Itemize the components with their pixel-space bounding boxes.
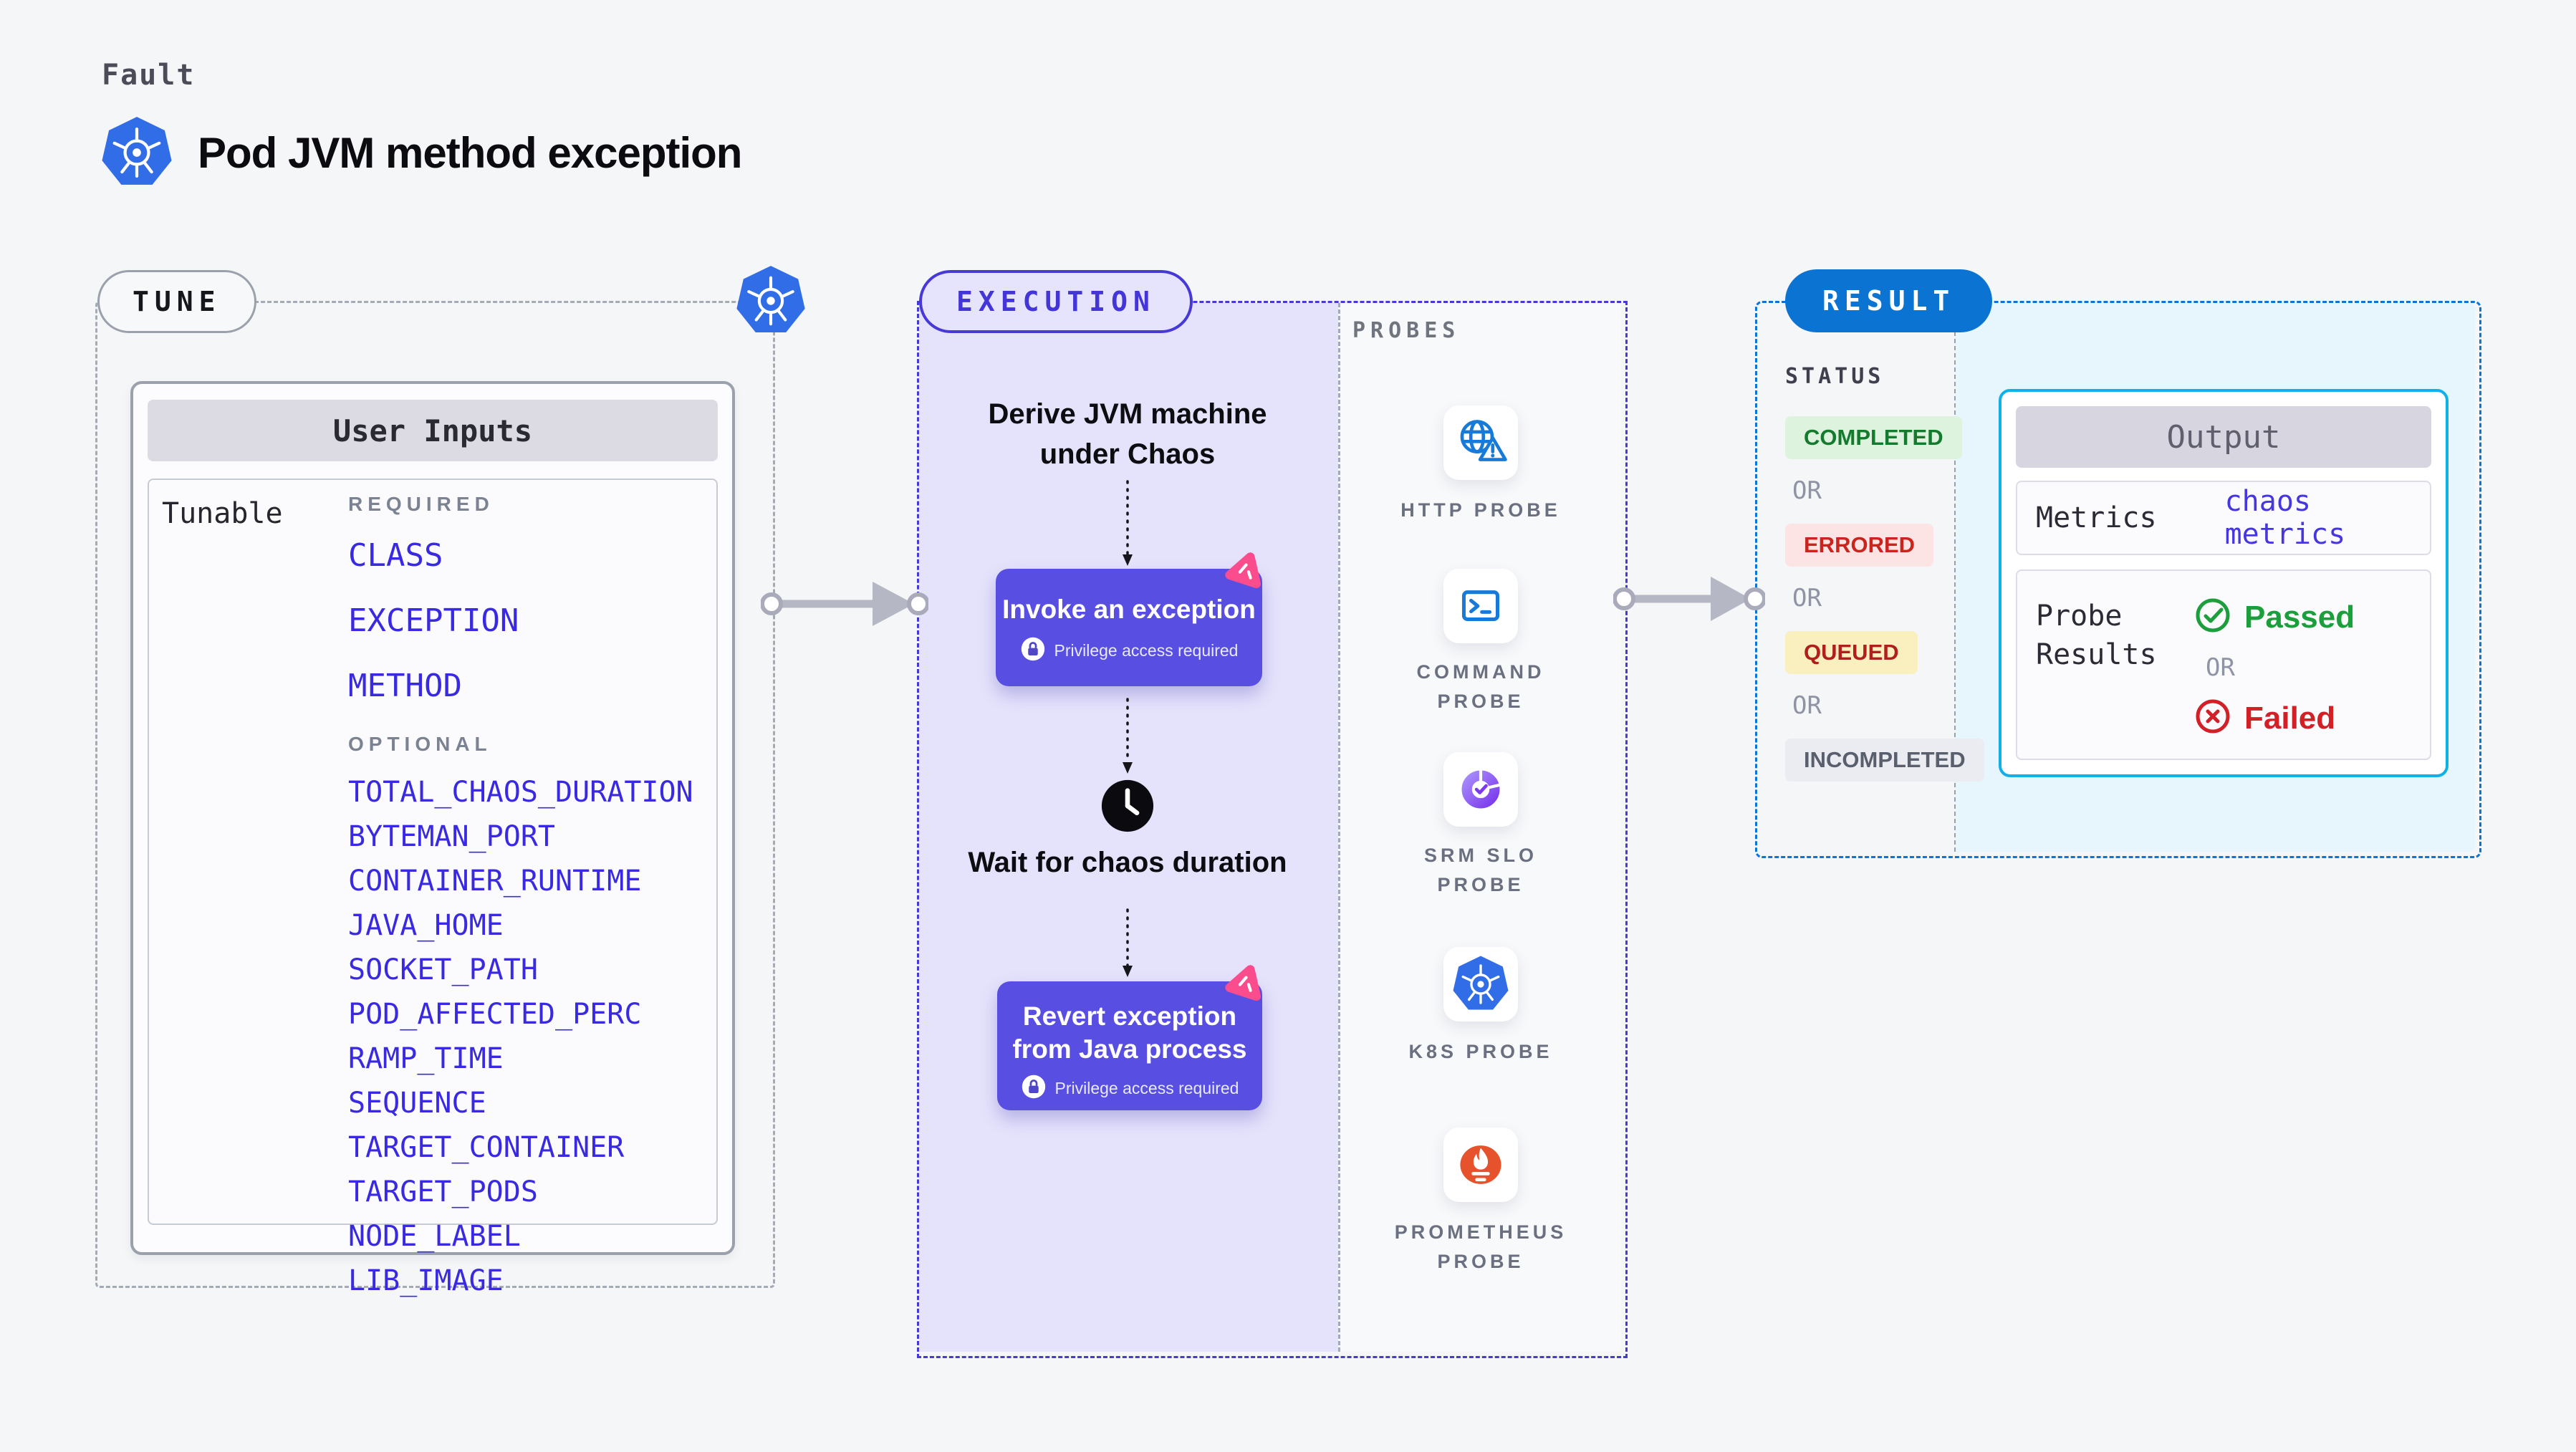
tunable-row-label: Tunable: [162, 497, 283, 530]
tunable-item: METHOD: [348, 668, 462, 704]
prometheus-flame-icon: [1443, 1128, 1518, 1202]
or-separator: OR: [1792, 584, 1822, 612]
flow-arrow-down-icon: [1119, 907, 1136, 982]
tunable-item: SOCKET_PATH: [348, 953, 538, 986]
tunable-item: SEQUENCE: [348, 1087, 486, 1120]
result-divider-line: [1954, 303, 1956, 852]
probe-item-k8s: [1341, 947, 1620, 1021]
kubernetes-icon: [1443, 947, 1518, 1021]
revert-button-label: Revert exception from Java process: [1012, 1001, 1247, 1064]
status-badge-queued: QUEUED: [1785, 631, 1918, 674]
terminal-icon: [1443, 569, 1518, 643]
metrics-label: Metrics: [2036, 501, 2157, 534]
flow-arrow-down-icon: [1119, 479, 1136, 571]
slo-donut-check-icon: [1443, 752, 1518, 827]
execution-pill: EXECUTION: [919, 270, 1193, 333]
arrow-right-icon: [1613, 567, 1767, 634]
optional-group-label: OPTIONAL: [348, 733, 492, 755]
output-header: Output: [2016, 406, 2431, 468]
kubernetes-icon: [734, 264, 808, 338]
arrow-right-icon: [760, 572, 930, 639]
result-pill: RESULT: [1785, 269, 1993, 332]
tunable-item: TARGET_CONTAINER: [348, 1131, 625, 1164]
title-row: Pod JVM method exception: [99, 115, 742, 191]
failed-line: Failed: [2194, 698, 2355, 739]
probes-column-label: PROBES: [1352, 318, 1461, 343]
tunable-item: CLASS: [348, 537, 443, 574]
probe-results-label: Probe Results: [2036, 600, 2157, 671]
metrics-value: chaos metrics: [2224, 485, 2346, 551]
probe-item-command: [1341, 569, 1620, 643]
failed-label: Failed: [2244, 700, 2336, 736]
or-separator: OR: [2206, 653, 2235, 682]
tune-section-box: [95, 301, 775, 1288]
tunables-panel: [148, 479, 718, 1225]
or-separator: OR: [1792, 476, 1822, 505]
probe-label: PROMETHEUS PROBE: [1394, 1221, 1567, 1272]
tunable-item: POD_AFFECTED_PERC: [348, 998, 642, 1031]
tunable-item: LIB_IMAGE: [348, 1264, 504, 1297]
probe-label: HTTP PROBE: [1400, 499, 1561, 521]
passed-label: Passed: [2244, 599, 2355, 635]
check-circle-icon: [2194, 597, 2231, 638]
privilege-note-label: Privilege access required: [1054, 641, 1239, 660]
result-section-box: [1755, 301, 2481, 858]
globe-warning-icon: [1443, 405, 1518, 480]
flow-arrow-down-icon: [1119, 696, 1136, 779]
privilege-note-label: Privilege access required: [1054, 1078, 1239, 1097]
probe-item-prometheus: [1341, 1128, 1620, 1202]
tunable-item: NODE_LABEL: [348, 1220, 521, 1253]
probes-divider-line: [1338, 303, 1340, 1352]
tunable-item: TARGET_PODS: [348, 1175, 538, 1208]
derive-step-label: Derive JVM machine under Chaos: [988, 398, 1267, 470]
tunables-list: REQUIRED CLASS EXCEPTION METHOD OPTIONAL…: [348, 493, 735, 1309]
tune-pill: TUNE: [97, 270, 256, 333]
tunable-item: RAMP_TIME: [348, 1042, 504, 1075]
revert-exception-button[interactable]: Revert exception from Java process Privi…: [997, 965, 1262, 1110]
tunable-item: CONTAINER_RUNTIME: [348, 865, 642, 898]
probe-label: K8S PROBE: [1408, 1041, 1553, 1062]
kubernetes-icon: [99, 115, 175, 191]
output-card: Output Metrics chaos metrics Probe Resul…: [1999, 389, 2448, 777]
invoke-exception-button[interactable]: Invoke an exception Privilege access req…: [996, 552, 1262, 686]
invoke-button-label: Invoke an exception: [1002, 595, 1256, 624]
execution-section-box: [917, 301, 1628, 1358]
probe-results-values: Passed OR Failed: [2194, 597, 2355, 759]
privilege-note: Privilege access required: [1021, 1074, 1239, 1103]
wait-step-label: Wait for chaos duration: [968, 847, 1287, 878]
tunable-item: JAVA_HOME: [348, 909, 504, 942]
tunable-item: TOTAL_CHAOS_DURATION: [348, 776, 693, 809]
passed-line: Passed: [2194, 597, 2355, 638]
privilege-note: Privilege access required: [1020, 636, 1239, 665]
status-badge-errored: ERRORED: [1785, 524, 1934, 567]
fault-kicker: Fault: [102, 59, 196, 92]
probe-results-row: Probe Results Passed OR: [2016, 569, 2431, 760]
metrics-row: Metrics chaos metrics: [2016, 481, 2431, 555]
clock-icon: [1098, 777, 1157, 835]
or-separator: OR: [1792, 691, 1822, 720]
probe-label: COMMAND PROBE: [1416, 661, 1545, 712]
status-badge-completed: COMPLETED: [1785, 416, 1962, 459]
tunable-item: BYTEMAN_PORT: [348, 820, 555, 853]
status-badge-incompleted: INCOMPLETED: [1785, 739, 1984, 782]
tunable-item: EXCEPTION: [348, 602, 519, 639]
user-inputs-header: User Inputs: [148, 400, 718, 461]
lock-icon: [1020, 636, 1046, 665]
lock-icon: [1021, 1074, 1047, 1103]
probe-item-srm-slo: [1341, 752, 1620, 827]
page-title: Pod JVM method exception: [198, 128, 742, 177]
probe-item-http: [1341, 405, 1620, 480]
chaos-icon: [1222, 960, 1269, 1007]
probe-label: SRM SLO PROBE: [1423, 845, 1537, 895]
x-circle-icon: [2194, 698, 2231, 739]
chaos-icon: [1222, 547, 1269, 595]
required-group-label: REQUIRED: [348, 493, 494, 515]
status-column-label: STATUS: [1785, 364, 1885, 389]
status-column: STATUS COMPLETED OR ERRORED OR QUEUED OR…: [1785, 364, 1984, 799]
